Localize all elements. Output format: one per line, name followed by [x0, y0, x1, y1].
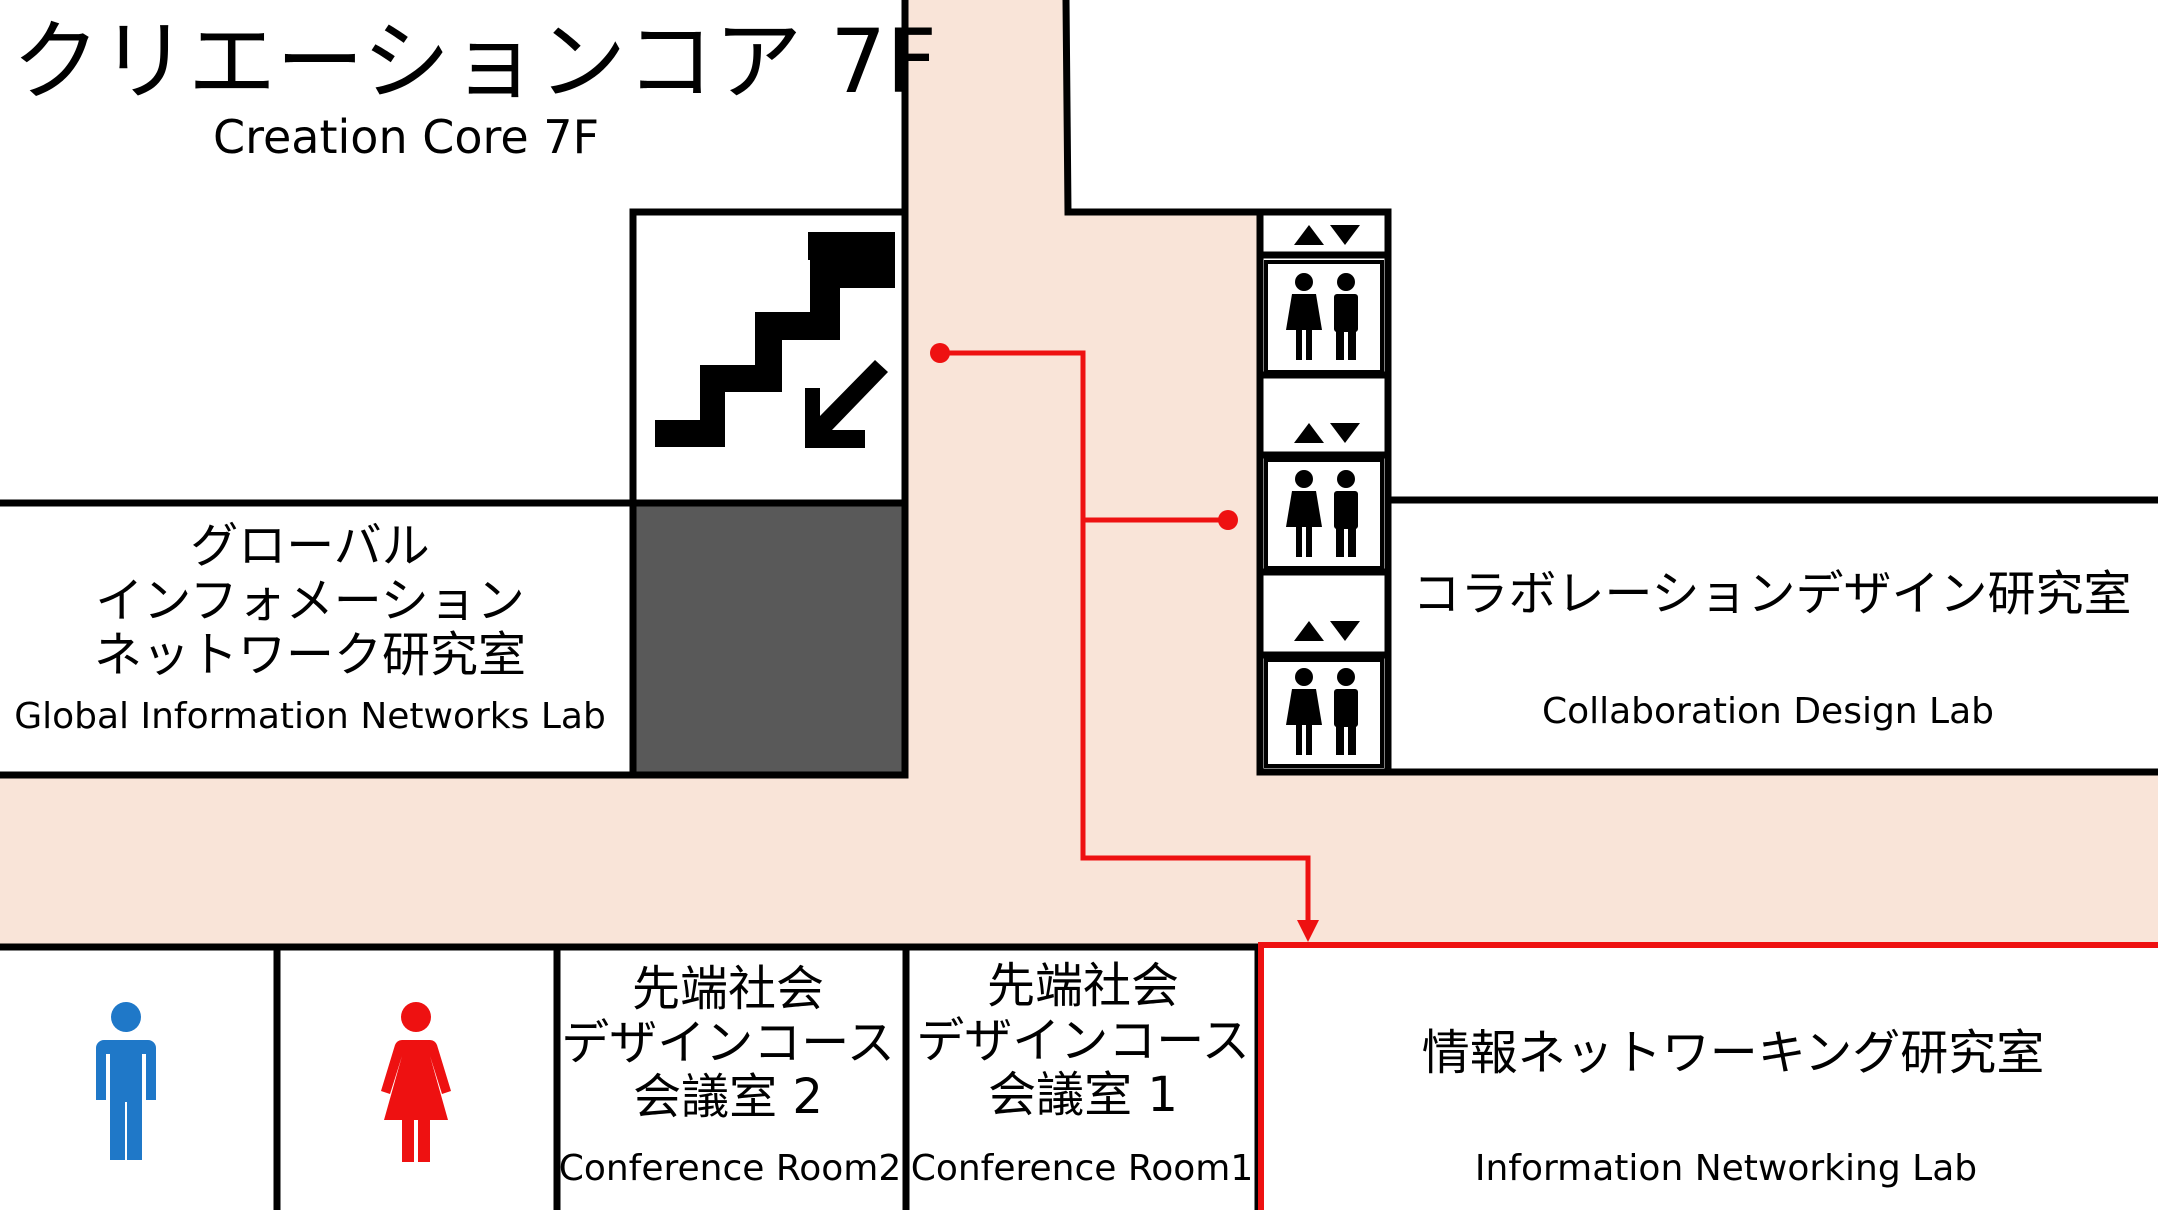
room-jp-label: コラボレーションデザイン研究室 [1412, 566, 2131, 622]
room-jp-line: デザインコース [561, 1015, 895, 1071]
room-information-networking-lab: 情報ネットワーキング研究室 Information Networking Lab [1422, 1025, 2045, 1189]
route-markers [930, 343, 1319, 942]
elevator-car-1 [1264, 260, 1384, 374]
route-start-dot [930, 343, 950, 363]
destination-outline [1258, 942, 2158, 1210]
room-jp-line: インフォメーション [95, 573, 525, 629]
room-en-label: Global Information Networks Lab [14, 696, 606, 737]
room-collaboration-design-lab: コラボレーションデザイン研究室 Collaboration Design Lab [1412, 566, 2131, 732]
room-en-label: Collaboration Design Lab [1542, 691, 1994, 732]
room-jp-line: 会議室 1 [988, 1067, 1178, 1123]
stairs-down-icon [655, 232, 895, 448]
elevator-car-2 [1264, 458, 1384, 570]
room-jp-line: グローバル [190, 518, 430, 574]
room-jp-line: 会議室 2 [633, 1069, 823, 1125]
room-en-label: Conference Room2 [559, 1148, 902, 1189]
room-jp-line: 先端社会 [632, 961, 824, 1017]
up-down-arrows-icon [1294, 225, 1360, 245]
room-jp-line: デザインコース [916, 1013, 1250, 1069]
route-path [940, 350, 1311, 920]
men-restroom-icon [96, 1002, 156, 1160]
room-jp-line: ネットワーク研究室 [94, 627, 526, 683]
floor-title: クリエーションコア 7F [12, 10, 937, 113]
floor-subtitle: Creation Core 7F [213, 110, 599, 164]
women-restroom-icon [381, 1002, 451, 1162]
room-global-information-networks-lab: グローバル インフォメーション ネットワーク研究室 Global Informa… [14, 518, 606, 737]
elevator-car-3 [1264, 658, 1384, 768]
corridor [0, 0, 2158, 945]
up-down-arrows-icon [1294, 423, 1360, 443]
route-arrow-icon [1297, 920, 1319, 942]
room-en-label: Conference Room1 [911, 1148, 1254, 1189]
elevator-arrows [1294, 225, 1360, 641]
route-start-dot [1218, 510, 1238, 530]
room-en-label: Information Networking Lab [1475, 1148, 1977, 1189]
room-conference-room-2: 先端社会 デザインコース 会議室 2 Conference Room2 [559, 961, 902, 1189]
room-jp-label: 情報ネットワーキング研究室 [1422, 1025, 2045, 1081]
room-conference-room-1: 先端社会 デザインコース 会議室 1 Conference Room1 [911, 958, 1254, 1189]
stairwell-shaft [633, 503, 905, 775]
elevator-bank [1264, 260, 1384, 768]
room-jp-line: 先端社会 [987, 958, 1179, 1014]
up-down-arrows-icon [1294, 621, 1360, 641]
